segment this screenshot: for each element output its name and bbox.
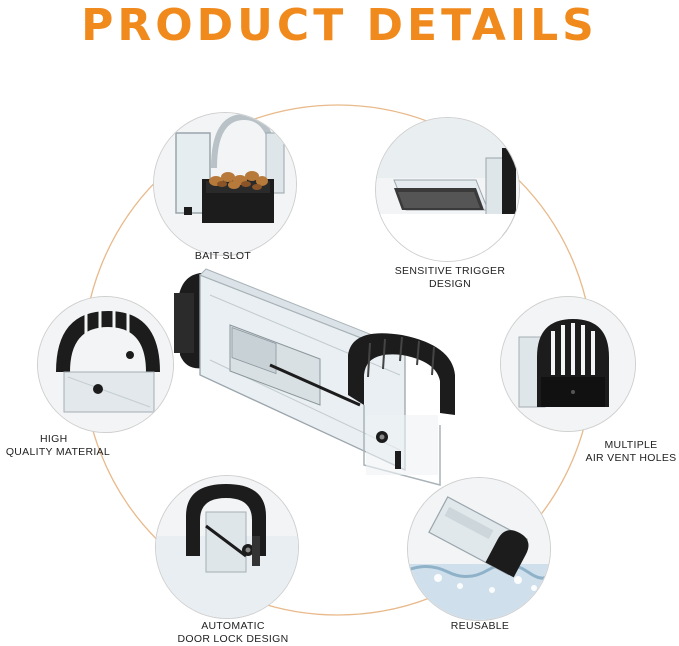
sensitive-trigger-label-line1: SENSITIVE TRIGGER [394, 265, 506, 277]
sensitive-trigger-photo [375, 117, 520, 262]
reusable-photo [407, 477, 551, 621]
high-quality-material-label-line1: HIGH [40, 433, 68, 445]
air-vent-holes-label: MULTIPLE AIR VENT HOLES [585, 439, 677, 465]
door-lock-photo [155, 475, 299, 619]
bait-slot-label: BAIT SLOT [183, 250, 263, 263]
air-vent-holes-label-line2: AIR VENT HOLES [585, 452, 677, 464]
door-lock-label: AUTOMATIC DOOR LOCK DESIGN [168, 620, 298, 646]
sensitive-trigger-label-line2: DESIGN [428, 278, 472, 290]
door-lock-label-line2: DOOR LOCK DESIGN [177, 633, 289, 645]
mouse-trap-product [174, 268, 455, 486]
reusable-label: REUSABLE [440, 620, 520, 633]
bait-slot-label-line1: BAIT SLOT [194, 250, 252, 262]
door-lock-label-line1: AUTOMATIC [201, 620, 265, 632]
high-quality-material-photo [37, 296, 174, 433]
page-title: PRODUCT DETAILS [81, 0, 598, 51]
high-quality-material-label-line2: QUALITY MATERIAL [5, 446, 110, 458]
air-vent-holes-label-line1: MULTIPLE [604, 439, 658, 451]
sensitive-trigger-label: SENSITIVE TRIGGER DESIGN [385, 265, 515, 291]
air-vent-holes-photo [500, 296, 636, 432]
high-quality-material-label: HIGH QUALITY MATERIAL [0, 433, 110, 459]
bait-slot-photo [153, 112, 297, 256]
reusable-label-line1: REUSABLE [450, 620, 510, 632]
